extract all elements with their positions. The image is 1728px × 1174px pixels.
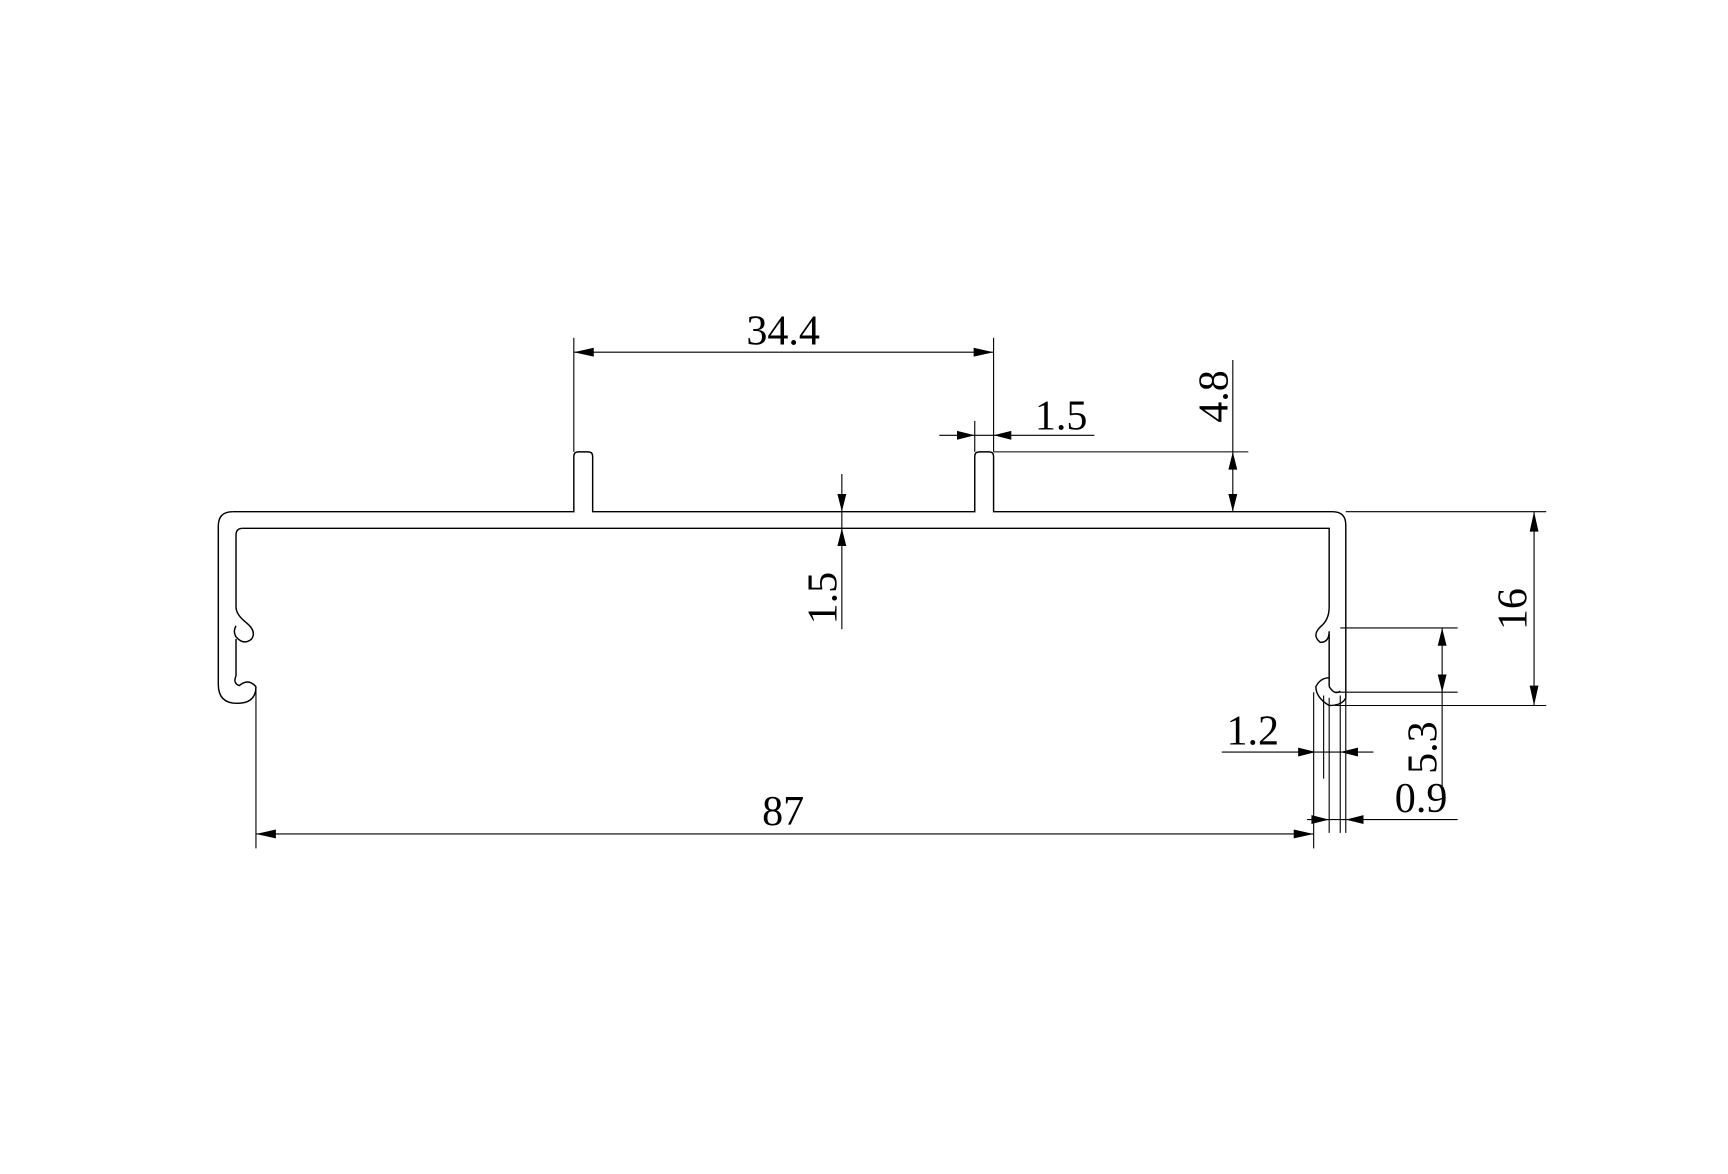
dimension-label: 0.9: [1395, 776, 1448, 822]
dimension-wall-thickness: 1.2: [1221, 695, 1374, 779]
dimension-label: 4.8: [1191, 370, 1237, 423]
dimension-plate-thickness: 1.5: [800, 474, 846, 630]
dimension-lip-thickness: 0.9: [1307, 776, 1458, 825]
dimension-hook-gap: 5.3: [1334, 627, 1458, 789]
dimension-label: 1.2: [1226, 708, 1279, 754]
dimension-label: 1.5: [800, 572, 846, 625]
dimension-fin-spacing: 34.4: [573, 308, 995, 452]
dimension-label: 87: [762, 789, 804, 835]
dimension-fin-thickness: 1.5: [939, 394, 1095, 452]
dimension-overall-height: 16: [1334, 511, 1547, 707]
dimension-label: 16: [1490, 588, 1536, 630]
dimension-label: 1.5: [1035, 394, 1088, 440]
aluminum-profile-outline: [217, 451, 1347, 707]
dimension-fin-height: 4.8: [993, 359, 1249, 512]
dimension-label: 5.3: [1401, 721, 1447, 774]
dimension-overall-width: 87: [255, 686, 1347, 849]
dimension-label: 34.4: [746, 308, 820, 354]
